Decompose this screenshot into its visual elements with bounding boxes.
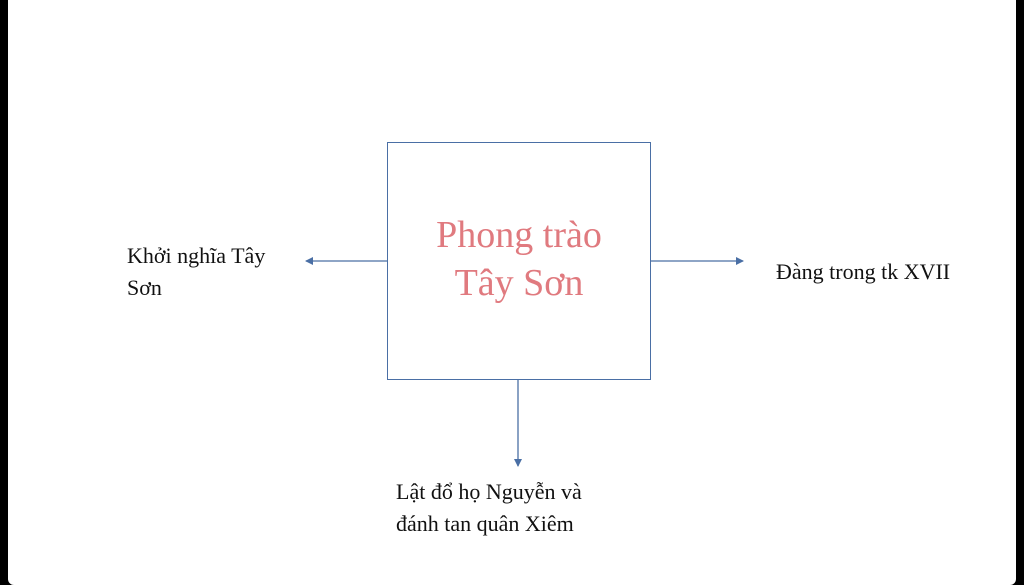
center-box: Phong trào Tây Sơn: [387, 142, 651, 380]
bottom-label: Lật đổ họ Nguyễn và đánh tan quân Xiêm: [396, 479, 582, 536]
left-label: Khởi nghĩa Tây Sơn: [127, 243, 266, 300]
diagram-canvas: [8, 0, 1016, 585]
right-label: Đàng trong tk XVII: [776, 259, 951, 284]
center-title: Phong trào Tây Sơn: [436, 214, 602, 304]
